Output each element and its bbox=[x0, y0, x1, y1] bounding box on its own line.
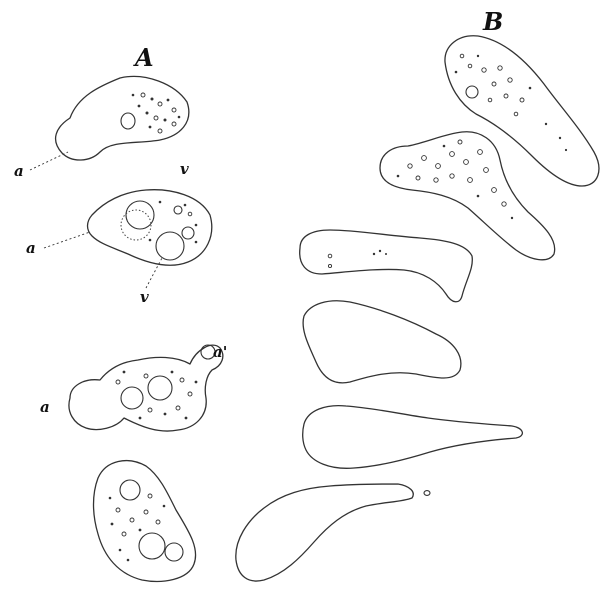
leader-a2 bbox=[44, 232, 90, 248]
label-a1: a bbox=[14, 162, 24, 180]
label-a3: a bbox=[40, 398, 50, 416]
label-v-top: v bbox=[180, 160, 189, 178]
amoeba-a4 bbox=[94, 461, 196, 582]
amoeba-b3 bbox=[300, 230, 473, 302]
group-a-label: A bbox=[133, 43, 154, 72]
amoeba-b6 bbox=[236, 484, 430, 581]
amoeba-b4 bbox=[303, 301, 461, 383]
label-a2: a bbox=[26, 239, 36, 257]
amoeba-a3 bbox=[69, 345, 223, 431]
group-b-label: B bbox=[482, 7, 503, 36]
amoeba-a2 bbox=[88, 190, 212, 266]
leader-a1 bbox=[30, 152, 68, 170]
amoeba-b5 bbox=[303, 406, 523, 469]
label-v-bottom: v bbox=[140, 288, 149, 306]
label-a4: a' bbox=[213, 343, 227, 361]
amoeba-a1 bbox=[56, 76, 189, 160]
